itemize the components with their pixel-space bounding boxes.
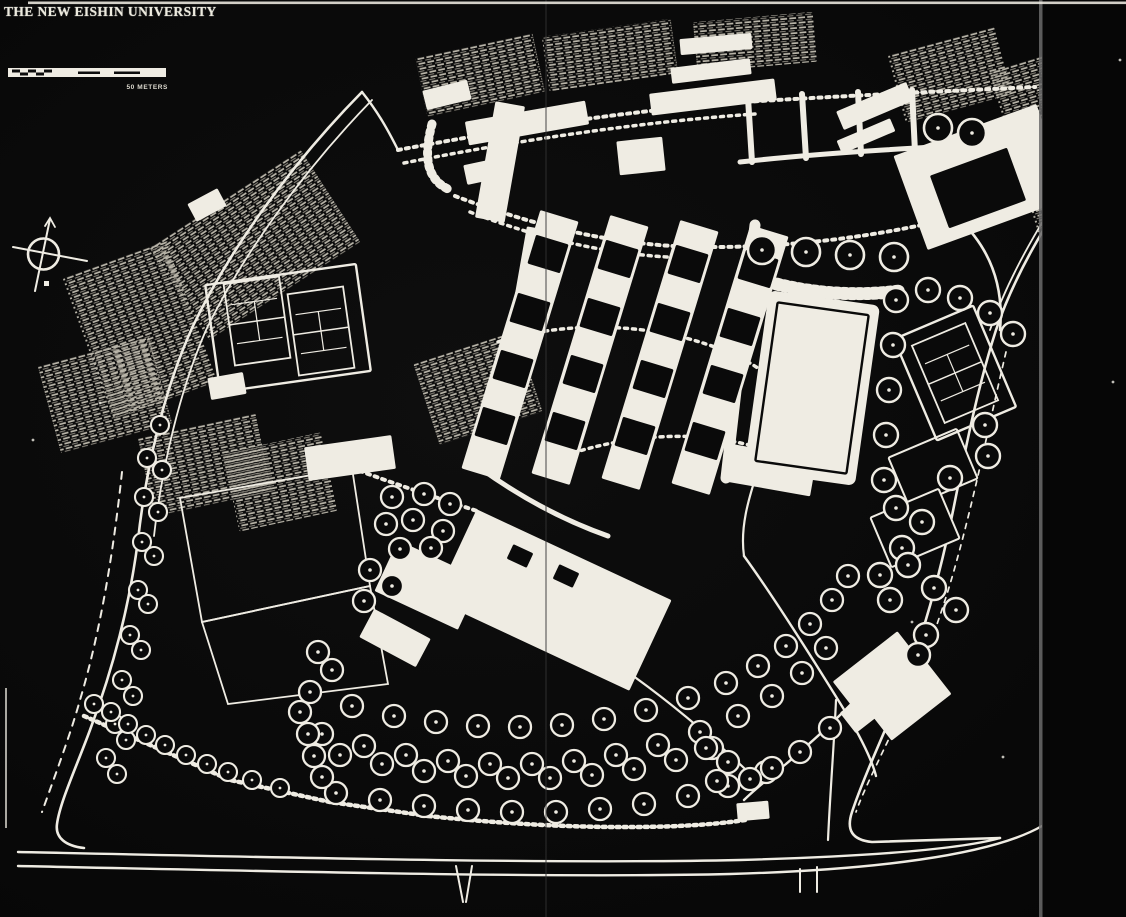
buildings-layer: [187, 33, 1071, 822]
scale-bar-label: 50 METERS: [126, 84, 168, 91]
hatched-fields-layer: [38, 11, 1126, 532]
north-arrow-icon: [12, 216, 88, 292]
playing-fields-layer: [178, 466, 390, 705]
tennis-courts-layer: [204, 262, 1017, 442]
page-title: THE NEW EISHIN UNIVERSITY: [4, 4, 217, 19]
scale-bar: [8, 68, 166, 77]
trees-layer: [83, 112, 1027, 825]
scan-artifacts-layer: [5, 0, 1126, 917]
